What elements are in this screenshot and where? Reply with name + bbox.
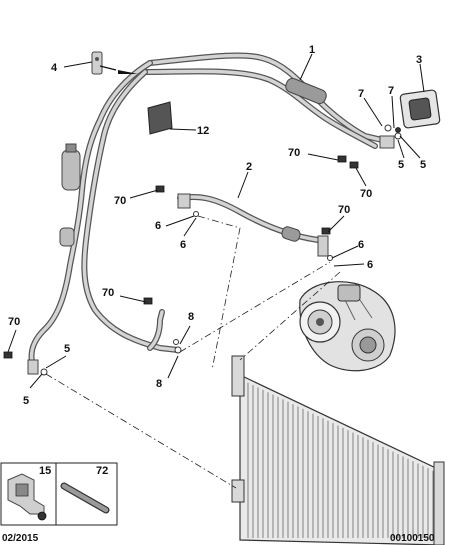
callout-70-f: 70 bbox=[8, 316, 20, 328]
callouts: 1 2 3 4 5 5 5 5 6 6 6 6 7 7 8 8 12 70 70… bbox=[8, 44, 426, 407]
callout-70-e: 70 bbox=[102, 287, 114, 299]
footer-code: 00100150 bbox=[390, 533, 435, 544]
callout-6-c: 6 bbox=[358, 239, 364, 251]
callout-7-b: 7 bbox=[388, 85, 394, 97]
part-12-pad bbox=[147, 101, 173, 135]
receiver-drier bbox=[59, 143, 81, 247]
compressor bbox=[299, 281, 396, 372]
callout-6-d: 6 bbox=[367, 259, 373, 271]
condenser bbox=[231, 355, 445, 545]
callout-5-a: 5 bbox=[398, 159, 404, 171]
callout-12: 12 bbox=[197, 125, 209, 137]
callout-8-b: 8 bbox=[156, 378, 162, 390]
part-4-clip bbox=[91, 51, 138, 75]
connection-lines bbox=[45, 215, 341, 489]
inset-label-72: 72 bbox=[96, 465, 108, 477]
inset-label-15: 15 bbox=[39, 465, 51, 477]
callout-70-d: 70 bbox=[338, 204, 350, 216]
callout-5-b: 5 bbox=[420, 159, 426, 171]
callout-1: 1 bbox=[309, 44, 315, 56]
callout-70-b: 70 bbox=[360, 188, 372, 200]
pipe-1-hose bbox=[28, 52, 385, 365]
callout-6-b: 6 bbox=[180, 239, 186, 251]
callout-5-d: 5 bbox=[23, 395, 29, 407]
callout-4: 4 bbox=[51, 62, 58, 74]
lower-left-fittings bbox=[3, 297, 182, 376]
part-15-bracket bbox=[7, 473, 47, 521]
callout-8-a: 8 bbox=[188, 311, 194, 323]
leader-lines bbox=[7, 53, 425, 389]
callout-70-a: 70 bbox=[288, 147, 300, 159]
callout-6-a: 6 bbox=[155, 220, 161, 232]
callout-70-c: 70 bbox=[114, 195, 126, 207]
bolt-set-right bbox=[337, 155, 359, 169]
part-3-expansion-valve bbox=[379, 89, 441, 149]
callout-7-a: 7 bbox=[358, 88, 364, 100]
callout-2: 2 bbox=[246, 161, 252, 173]
callout-5-c: 5 bbox=[64, 343, 70, 355]
callout-3: 3 bbox=[416, 54, 422, 66]
part-72-sleeve bbox=[60, 482, 110, 514]
footer-date: 02/2015 bbox=[2, 533, 39, 544]
pipe-2-hose bbox=[155, 185, 333, 261]
inset-box: 15 72 bbox=[0, 462, 118, 526]
